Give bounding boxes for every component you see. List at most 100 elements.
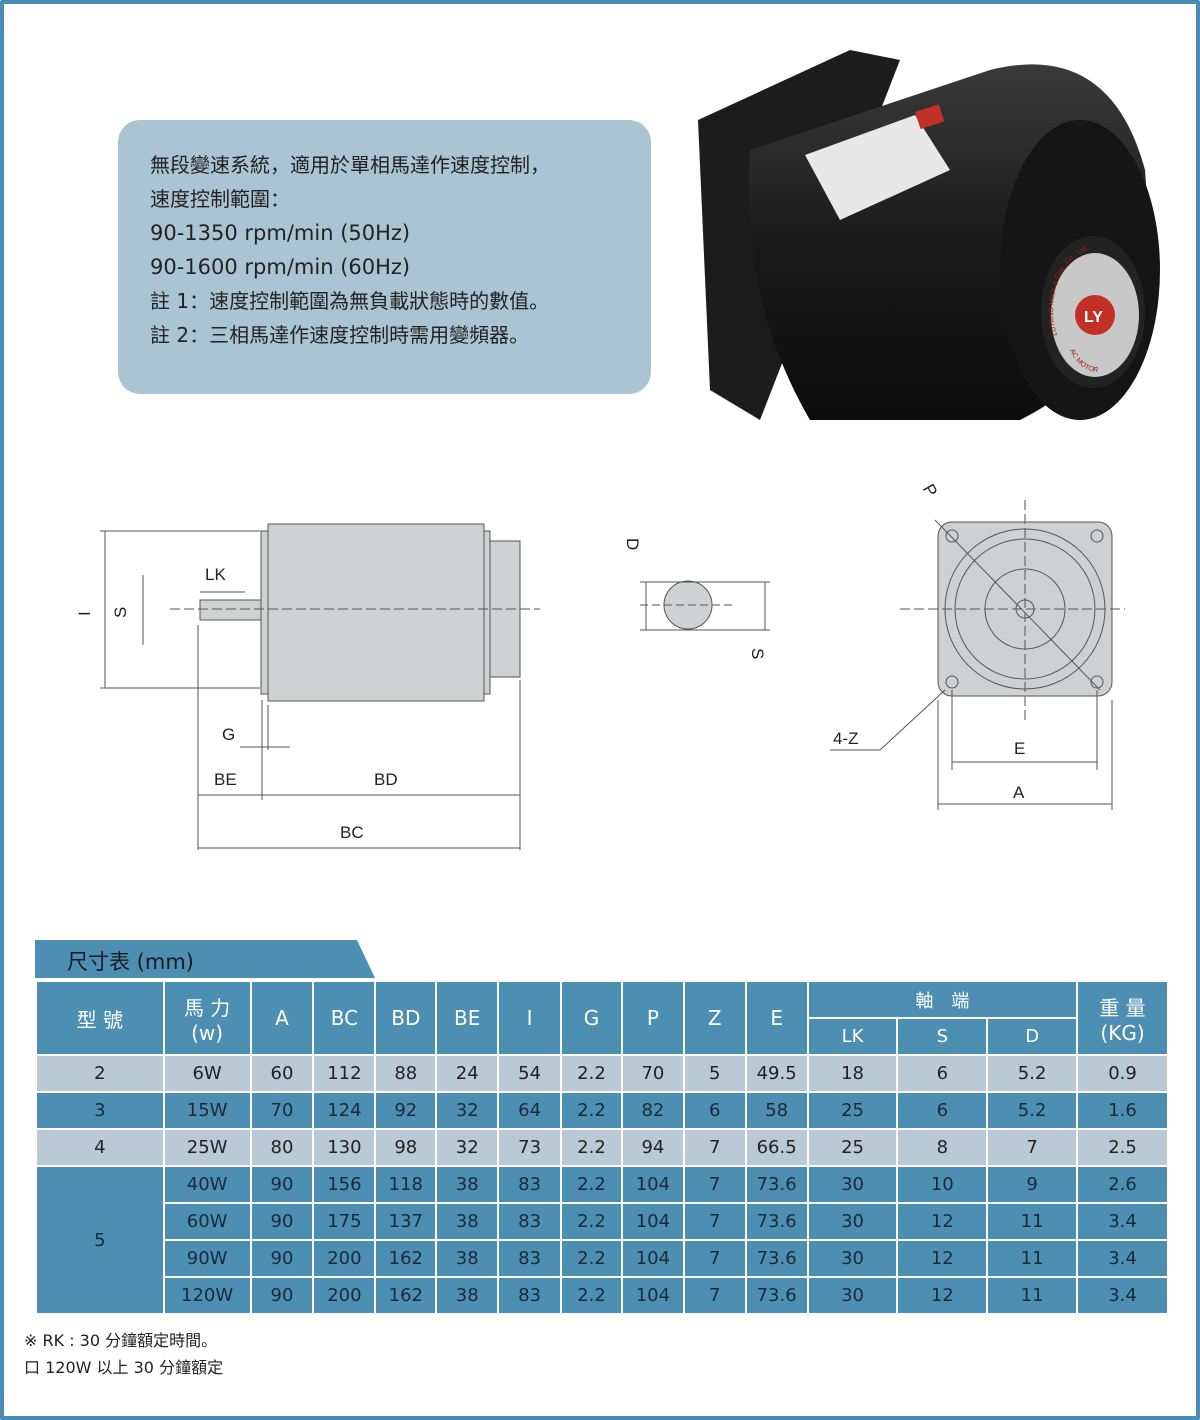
table-cell: 104 [620, 1276, 685, 1315]
table-cell: 118 [374, 1165, 438, 1204]
table-cell: 40W [162, 1165, 252, 1204]
table-cell: 60 [249, 1054, 315, 1093]
header-A: A [249, 980, 315, 1056]
table-cell: 130 [312, 1128, 377, 1167]
table-cell: 120W [162, 1276, 252, 1315]
table-cell: 175 [312, 1202, 377, 1241]
table-cell: 137 [374, 1202, 438, 1241]
dim-I: I [75, 611, 94, 616]
table-cell: 30 [806, 1165, 899, 1204]
header-G: G [560, 980, 623, 1056]
table-cell: 38 [435, 1165, 500, 1204]
table-cell: 12 [896, 1202, 989, 1241]
dim-shaft-S: S [748, 648, 767, 659]
table-cell: 38 [435, 1239, 500, 1278]
table-cell: 25W [162, 1128, 252, 1167]
table-cell: 7 [682, 1276, 747, 1315]
footnote: 口 120W 以上 30 分鐘額定 [24, 1358, 224, 1377]
dim-D: D [623, 538, 642, 550]
table-cell: 2.2 [560, 1202, 623, 1241]
header-BD: BD [374, 980, 438, 1056]
table-cell: 3.4 [1076, 1276, 1169, 1315]
dim-G: G [222, 725, 235, 744]
speed-control-info: 無段變速系統，適用於單相馬達作速度控制， 速度控制範圍： 90-1350 rpm… [118, 120, 651, 394]
table-cell: 11 [986, 1202, 1079, 1241]
cell-model: 3 [35, 1091, 165, 1130]
info-line: 註 1：速度控制範圍為無負載狀態時的數值。 [150, 289, 550, 313]
table-cell: 90 [249, 1165, 315, 1204]
cell-model: 5 [35, 1165, 165, 1315]
table-cell: 92 [374, 1091, 438, 1130]
footnote: ※ RK : 30 分鐘額定時間。 [24, 1331, 218, 1350]
table-cell: 2.2 [560, 1165, 623, 1204]
header-LK: LK [806, 1017, 899, 1056]
header-weight-unit: (KG) [1100, 1020, 1145, 1045]
header-D: D [986, 1017, 1079, 1056]
table-cell: 12 [896, 1239, 989, 1278]
table-cell: 10 [896, 1165, 989, 1204]
header-power: 馬 力(w) [162, 980, 252, 1056]
table-cell: 162 [374, 1276, 438, 1315]
table-cell: 5.2 [986, 1091, 1079, 1130]
table-cell: 2.2 [560, 1239, 623, 1278]
info-line: 90-1600 rpm/min (60Hz) [150, 255, 411, 279]
header-shaft: 軸 端 [806, 980, 1079, 1019]
table-cell: 1.6 [1076, 1091, 1169, 1130]
table-cell: 64 [497, 1091, 563, 1130]
table-cell: 200 [312, 1276, 377, 1315]
header-BE: BE [435, 980, 500, 1056]
table-cell: 70 [620, 1054, 685, 1093]
header-E: E [744, 980, 809, 1056]
table-title-tab [35, 940, 375, 978]
table-cell: 73 [497, 1128, 563, 1167]
table-cell: 6W [162, 1054, 252, 1093]
table-cell: 5.2 [986, 1054, 1079, 1093]
table-cell: 11 [986, 1276, 1079, 1315]
table-cell: 0.9 [1076, 1054, 1169, 1093]
table-cell: 73.6 [744, 1202, 809, 1241]
header-weight-label: 重 量 [1099, 995, 1146, 1020]
header-S: S [896, 1017, 989, 1056]
table-cell: 104 [620, 1202, 685, 1241]
table-cell: 3.4 [1076, 1239, 1169, 1278]
table-cell: 88 [374, 1054, 438, 1093]
table-cell: 2.2 [560, 1276, 623, 1315]
table-cell: 104 [620, 1165, 685, 1204]
header-Z: Z [682, 980, 747, 1056]
table-cell: 6 [896, 1091, 989, 1130]
table-cell: 2.6 [1076, 1165, 1169, 1204]
table-cell: 9 [986, 1165, 1079, 1204]
table-cell: 6 [896, 1054, 989, 1093]
table-cell: 15W [162, 1091, 252, 1130]
info-line: 無段變速系統，適用於單相馬達作速度控制， [150, 153, 550, 177]
table-cell: 70 [249, 1091, 315, 1130]
dim-BE: BE [214, 770, 237, 789]
table-cell: 7 [682, 1165, 747, 1204]
table-cell: 83 [497, 1165, 563, 1204]
table-cell: 25 [806, 1128, 899, 1167]
header-I: I [497, 980, 563, 1056]
table-cell: 2.2 [560, 1091, 623, 1130]
table-cell: 83 [497, 1239, 563, 1278]
table-cell: 30 [806, 1239, 899, 1278]
info-line: 90-1350 rpm/min (50Hz) [150, 221, 411, 245]
logo-icon [1075, 295, 1115, 335]
dim-LK: LK [205, 565, 226, 584]
header-power-label: 馬 力 [183, 995, 231, 1020]
header-BC: BC [312, 980, 377, 1056]
table-cell: 82 [620, 1091, 685, 1130]
table-cell: 11 [986, 1239, 1079, 1278]
table-cell: 18 [806, 1054, 899, 1093]
table-cell: 83 [497, 1276, 563, 1315]
table-cell: 3.4 [1076, 1202, 1169, 1241]
header-weight: 重 量(KG) [1076, 980, 1169, 1056]
table-cell: 90 [249, 1239, 315, 1278]
dim-S: S [111, 607, 130, 618]
table-cell: 38 [435, 1202, 500, 1241]
